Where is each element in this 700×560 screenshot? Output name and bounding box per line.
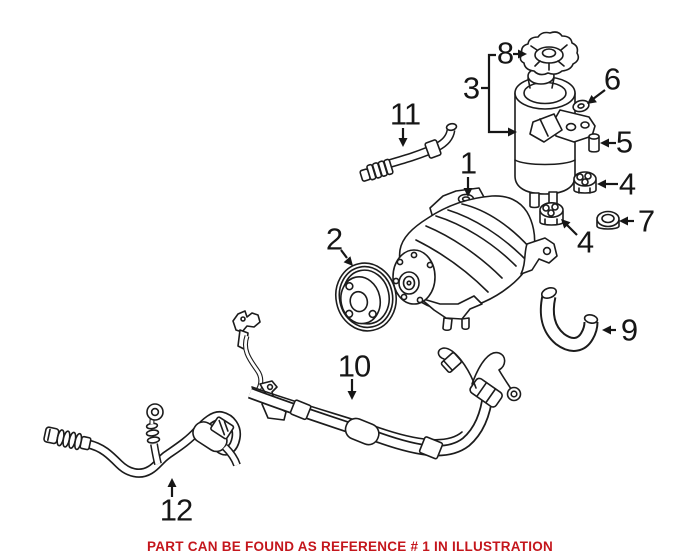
pulley-drawing bbox=[335, 262, 397, 332]
callout-3: 3 bbox=[462, 70, 480, 106]
callout-4-lower: 4 bbox=[576, 224, 594, 260]
pressure-hose-10-drawing bbox=[232, 310, 522, 460]
pump-drawing bbox=[392, 187, 558, 332]
spacer-bushing-5-drawing bbox=[588, 133, 600, 153]
callout-6: 6 bbox=[603, 61, 621, 97]
grommet-upper-4-drawing bbox=[573, 171, 597, 194]
callout-12: 12 bbox=[159, 492, 193, 528]
nut-7-drawing bbox=[596, 210, 620, 230]
callout-10: 10 bbox=[337, 348, 371, 384]
return-hose-12-drawing bbox=[43, 403, 242, 478]
callout-arrows bbox=[167, 49, 634, 497]
reservoir-drawing bbox=[514, 65, 596, 209]
callout-5: 5 bbox=[615, 124, 633, 160]
callout-8: 8 bbox=[496, 35, 514, 71]
grommet-lower-4-drawing bbox=[539, 202, 564, 226]
callout-11: 11 bbox=[389, 96, 421, 132]
callout-1: 1 bbox=[459, 145, 477, 181]
callout-7: 7 bbox=[637, 203, 655, 239]
reference-caption: PART CAN BE FOUND AS REFERENCE # 1 IN IL… bbox=[146, 539, 554, 554]
callout-9: 9 bbox=[620, 312, 638, 348]
callout-4-upper: 4 bbox=[618, 166, 636, 202]
callout-2: 2 bbox=[325, 221, 343, 257]
reservoir-hose-11-drawing bbox=[359, 122, 458, 182]
suction-hose-9-drawing bbox=[539, 287, 599, 352]
seal-washer-6-drawing bbox=[572, 99, 590, 113]
reservoir-cap-drawing bbox=[519, 31, 580, 76]
